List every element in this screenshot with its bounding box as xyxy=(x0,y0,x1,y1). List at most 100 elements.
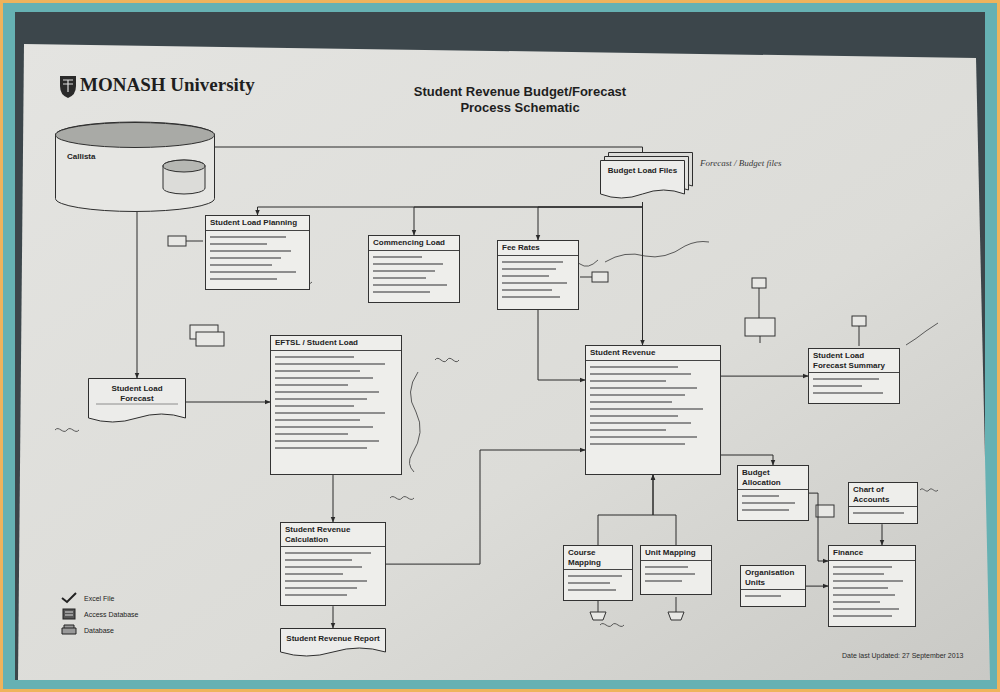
field-line xyxy=(813,392,883,394)
field-line xyxy=(285,587,357,589)
field-line xyxy=(833,587,888,589)
process-box: Chart of Accounts xyxy=(848,482,918,524)
field-line xyxy=(210,271,296,273)
process-box: Budget Allocation xyxy=(737,465,809,521)
box-heading: Student Revenue Report xyxy=(286,634,380,644)
field-line xyxy=(275,377,373,379)
field-line xyxy=(590,443,685,445)
database-cylinder: Callista xyxy=(55,122,215,212)
connector xyxy=(653,475,676,545)
process-box: Organisation Units xyxy=(740,565,806,607)
field-line xyxy=(813,378,879,380)
field-line xyxy=(502,261,563,263)
field-line xyxy=(833,594,895,596)
field-line xyxy=(275,419,360,421)
field-line xyxy=(568,589,616,591)
field-line xyxy=(275,370,360,372)
field-line xyxy=(502,282,567,284)
field-line xyxy=(568,582,610,584)
connector xyxy=(538,202,643,240)
field-line xyxy=(645,573,695,575)
connector xyxy=(721,376,808,377)
field-line xyxy=(373,284,447,286)
legend-icon xyxy=(60,624,78,636)
legend-icon xyxy=(60,592,78,604)
field-line xyxy=(813,385,862,387)
field-line xyxy=(275,405,354,407)
box-heading: Organisation Units xyxy=(741,568,805,590)
process-box: Student Load Forecast Summary xyxy=(808,348,900,404)
connector xyxy=(215,147,643,160)
field-line xyxy=(833,615,892,617)
field-line xyxy=(285,580,367,582)
connector xyxy=(137,212,138,378)
process-box: Unit Mapping xyxy=(640,545,712,595)
box-heading: Finance xyxy=(829,548,915,561)
field-line xyxy=(275,356,354,358)
legend-row: Database xyxy=(60,622,138,638)
box-heading: Chart of Accounts xyxy=(849,485,917,507)
field-line xyxy=(210,264,272,266)
process-box: Finance xyxy=(828,545,916,627)
shape-outline xyxy=(55,122,215,212)
field-line xyxy=(745,595,781,597)
legend: Excel FileAccess DatabaseDatabase xyxy=(60,590,138,638)
diagram-title: Student Revenue Budget/Forecast Process … xyxy=(395,84,645,117)
process-box: Student Load Planning xyxy=(205,215,310,290)
legend-icon xyxy=(60,608,78,620)
box-heading: Student Revenue Calculation xyxy=(281,525,385,547)
field-line xyxy=(645,580,682,582)
field-line xyxy=(275,447,367,449)
source-symbols xyxy=(168,236,866,620)
field-line xyxy=(833,608,899,610)
legend-text: Access Database xyxy=(84,611,138,618)
connector xyxy=(806,586,828,587)
field-line xyxy=(210,236,286,238)
field-line xyxy=(502,296,560,298)
connector xyxy=(809,493,828,561)
connector xyxy=(186,402,270,403)
field-line xyxy=(275,440,379,442)
field-line xyxy=(645,566,688,568)
field-line xyxy=(373,256,422,258)
connector xyxy=(258,202,643,215)
connector xyxy=(598,475,653,545)
field-line xyxy=(275,426,373,428)
document-shape: Student Load Forecast xyxy=(88,378,186,426)
field-line xyxy=(590,373,691,375)
connector xyxy=(642,202,643,345)
field-line xyxy=(285,559,352,561)
legend-row: Excel File xyxy=(60,590,138,606)
box-heading: Student Revenue xyxy=(586,348,720,361)
field-line xyxy=(742,509,789,511)
frame xyxy=(3,3,997,689)
field-line xyxy=(853,512,904,514)
connector xyxy=(721,455,773,465)
field-line xyxy=(742,502,795,504)
field-line xyxy=(568,575,622,577)
legend-text: Excel File xyxy=(84,595,114,602)
field-line xyxy=(210,243,267,245)
field-line xyxy=(275,433,348,435)
process-box: EFTSL / Student Load xyxy=(270,335,402,475)
crest-icon xyxy=(60,76,76,98)
box-heading: EFTSL / Student Load xyxy=(271,338,401,351)
field-line xyxy=(275,391,379,393)
field-line xyxy=(590,422,691,424)
connector xyxy=(333,475,334,522)
field-line xyxy=(742,495,779,497)
paper-sheet xyxy=(18,44,990,680)
shape-outline xyxy=(280,628,386,660)
process-box: Commencing Load xyxy=(368,235,460,303)
date-note: Date last Updated: 27 September 2013 xyxy=(842,652,963,659)
field-line xyxy=(275,412,385,414)
field-line xyxy=(590,380,666,382)
field-line xyxy=(590,429,666,431)
box-heading: Callista xyxy=(67,152,157,162)
process-box: Student Revenue Calculation xyxy=(280,522,386,606)
box-heading: Commencing Load xyxy=(369,238,459,251)
field-line xyxy=(833,580,903,582)
field-line xyxy=(275,384,348,386)
field-line xyxy=(590,366,678,368)
field-line xyxy=(502,275,549,277)
